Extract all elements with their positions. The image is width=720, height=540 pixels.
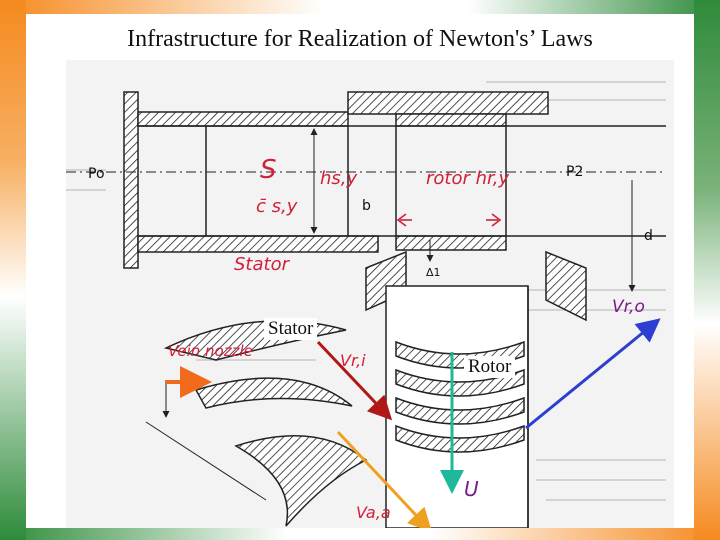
slide-title: Infrastructure for Realization of Newton… bbox=[127, 26, 593, 52]
inlet-flange bbox=[123, 91, 139, 269]
stator-casing-bottom bbox=[137, 235, 379, 253]
hw-u: U bbox=[464, 477, 479, 501]
label-rotor: Rotor bbox=[464, 356, 516, 378]
label-p-outlet: P2 bbox=[566, 164, 583, 180]
hw-stator: Stator bbox=[234, 254, 291, 275]
hw-vein-nozzle: Vein nozzle bbox=[168, 342, 253, 360]
hw-h-s: hs,y bbox=[320, 168, 358, 189]
frame-left bbox=[0, 0, 26, 540]
frame-right bbox=[694, 0, 720, 540]
arrow-relative-inlet bbox=[316, 340, 393, 421]
rotor-hub-band bbox=[395, 235, 507, 251]
hw-rotor-h: rotor hr,y bbox=[426, 168, 509, 189]
nozzle-vane-3 bbox=[234, 435, 368, 527]
frame-top bbox=[0, 0, 720, 14]
hw-v-abs: Va,a bbox=[356, 503, 391, 522]
hw-s: S bbox=[260, 155, 277, 185]
slide: Infrastructure for Realization of Newton… bbox=[26, 14, 694, 528]
turbine-diagram: Po P2 b Δ1 d S c̄ s,y hs,y rotor hr,y St… bbox=[66, 60, 674, 528]
label-b: b bbox=[362, 198, 371, 214]
label-delta: Δ1 bbox=[426, 266, 441, 279]
label-stator: Stator bbox=[264, 318, 318, 340]
label-d: d bbox=[644, 228, 653, 244]
label-p-inlet: Po bbox=[88, 166, 105, 182]
frame-bottom bbox=[0, 528, 720, 540]
dimension-lines bbox=[145, 128, 636, 501]
hw-v-rel-out: Vr,o bbox=[612, 297, 645, 317]
arrow-absolute bbox=[336, 430, 433, 528]
nozzle-vane-2 bbox=[194, 377, 353, 409]
hw-c-s: c̄ s,y bbox=[256, 196, 298, 217]
rotor-shroud bbox=[395, 113, 507, 127]
arrow-relative-outlet bbox=[525, 318, 661, 430]
hw-v-rel-in: Vr,i bbox=[340, 351, 366, 370]
handwritten-arrows bbox=[396, 213, 502, 227]
flow-passage bbox=[138, 125, 666, 237]
outlet-flange bbox=[545, 250, 587, 322]
stator-casing-top bbox=[137, 111, 349, 127]
rotor-casing-top bbox=[347, 91, 549, 115]
